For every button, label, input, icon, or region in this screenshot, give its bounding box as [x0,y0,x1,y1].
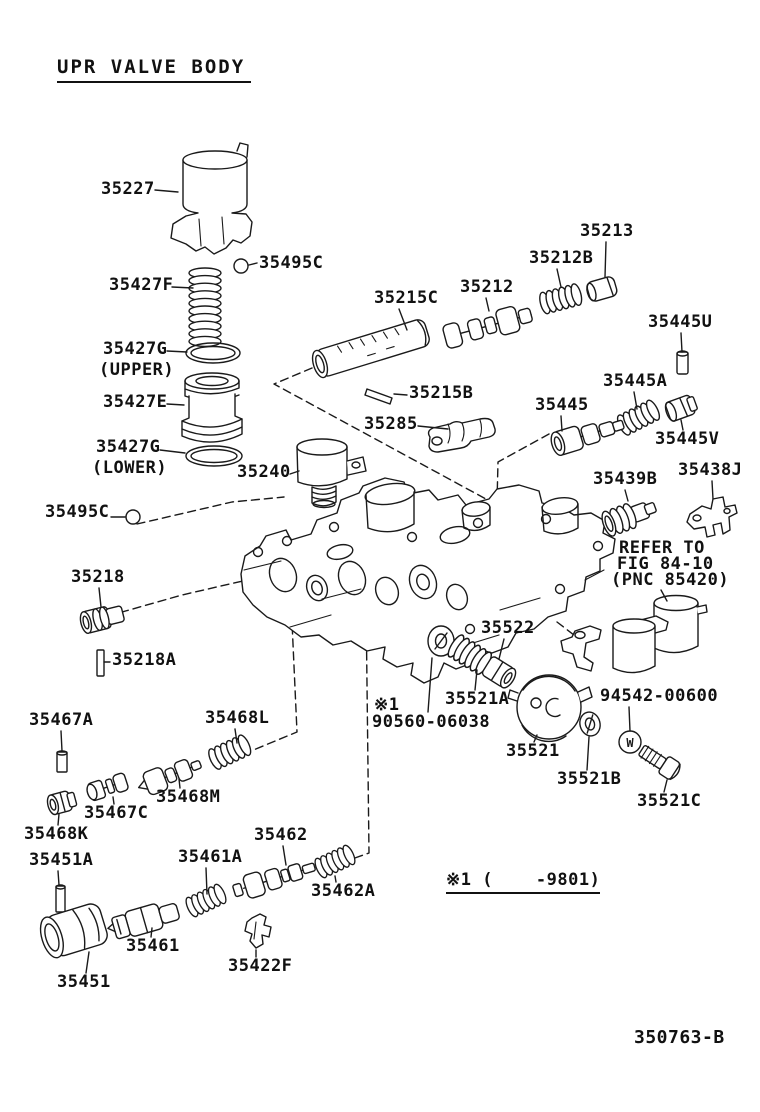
part-35213-plug [586,276,618,302]
part-35521c-bolt [638,745,681,781]
label-35445u: 35445U [648,312,713,332]
label-90560-06038: 90560-06038 [372,712,491,732]
part-35495c-ball-top [233,258,249,274]
leader-lines [57,189,714,974]
part-35521-cover [507,674,593,743]
label-35218: 35218 [71,567,125,587]
part-35218-valve [79,605,125,634]
label-35439b: 35439B [593,469,658,489]
label-35422f: 35422F [228,956,293,976]
part-35285-plate [427,417,496,453]
label-35445: 35445 [535,395,589,415]
label-refer-line1: REFER TO [619,538,705,558]
label-94542-00600: 94542-00600 [600,686,719,706]
label-35521b: 35521B [557,769,622,789]
part-35468m-valve [137,759,202,796]
label-35215c: 35215C [374,288,439,308]
part-35468k-plug [46,790,78,816]
label-35521a: 35521A [445,689,510,709]
label-note1-mark: ※1 [374,695,400,715]
label-35445a: 35445A [603,371,668,391]
part-35468l-spring [205,732,254,772]
label-35451a: 35451A [29,850,94,870]
label-35468l: 35468L [205,708,270,728]
solenoid-pair-85420 [560,594,708,674]
main-valve-body [240,477,616,684]
part-35461a-spring [183,882,229,919]
label-35461a: 35461A [178,847,243,867]
drawing-number: 350763-B [634,1027,725,1048]
part-35422f-clip [244,913,272,949]
part-35427g-lower-oring [185,445,243,467]
part-35227-piston [170,142,253,255]
page-title: UPR VALVE BODY [57,57,252,83]
part-35445-valve [550,419,625,457]
part-35462a-spring [312,843,358,880]
part-35212-valve [442,305,533,349]
part-35438j-bracket [686,496,738,538]
part-35215b-key [364,388,393,405]
part-35522-plug [481,656,517,689]
label-35427g-lower: 35427G [96,437,161,457]
label-35213: 35213 [580,221,634,241]
part-35445v-plug [664,394,698,422]
part-35427f-spring [188,267,222,348]
part-90560-06038-washer [427,625,455,657]
label-35215b: 35215B [409,383,474,403]
label-35445v: 35445V [655,429,720,449]
label-35427e: 35427E [103,392,168,412]
label-35218a: 35218A [112,650,177,670]
part-35451-sleeve [39,903,108,959]
label-35468m: 35468M [156,787,221,807]
label-refer-line3: (PNC 85420) [611,570,730,590]
label-35521c: 35521C [637,791,702,811]
label-35467c: 35467C [84,803,149,823]
label-35495c-left: 35495C [45,502,110,522]
part-35461-valve [107,903,180,940]
label-35438j: 35438J [678,460,743,480]
part-35467c-valve [86,772,129,802]
label-35462: 35462 [254,825,308,845]
label-35212b: 35212B [529,248,594,268]
part-35240-solenoid [296,438,367,509]
part-35451a-pin [55,884,66,913]
part-35218a-pin [96,649,105,677]
part-35521b-seal [579,711,601,737]
label-35427g-upper-qualifier: (UPPER) [99,360,175,380]
part-35495c-ball-left [125,509,141,525]
label-35461: 35461 [126,936,180,956]
label-35212: 35212 [460,277,514,297]
part-35439b [601,502,657,537]
label-35467a: 35467A [29,710,94,730]
label-35522: 35522 [481,618,535,638]
label-35468k: 35468K [24,824,89,844]
part-35445u-pin [676,350,689,375]
label-35227: 35227 [101,179,155,199]
label-note-range: ※1 ( -9801) [446,871,601,894]
washer-w-mark: W [626,736,634,750]
part-35427g-upper-oring [185,342,241,364]
label-35462a: 35462A [311,881,376,901]
label-refer-line2: FIG 84-10 [617,554,714,574]
label-35240: 35240 [237,462,291,482]
label-35427g-upper: 35427G [103,339,168,359]
label-35427g-lower-qualifier: (LOWER) [92,458,168,478]
part-94542-washer: W [618,730,642,754]
label-35495c-top: 35495C [259,253,324,273]
label-35521: 35521 [506,741,560,761]
part-35462-valve [232,862,316,899]
part-35467a-pin [56,750,68,773]
part-35215c-sleeve [311,319,430,379]
part-35427e-piston [181,372,243,443]
label-35427f: 35427F [109,275,174,295]
label-35285: 35285 [364,414,418,434]
label-35451: 35451 [57,972,111,992]
